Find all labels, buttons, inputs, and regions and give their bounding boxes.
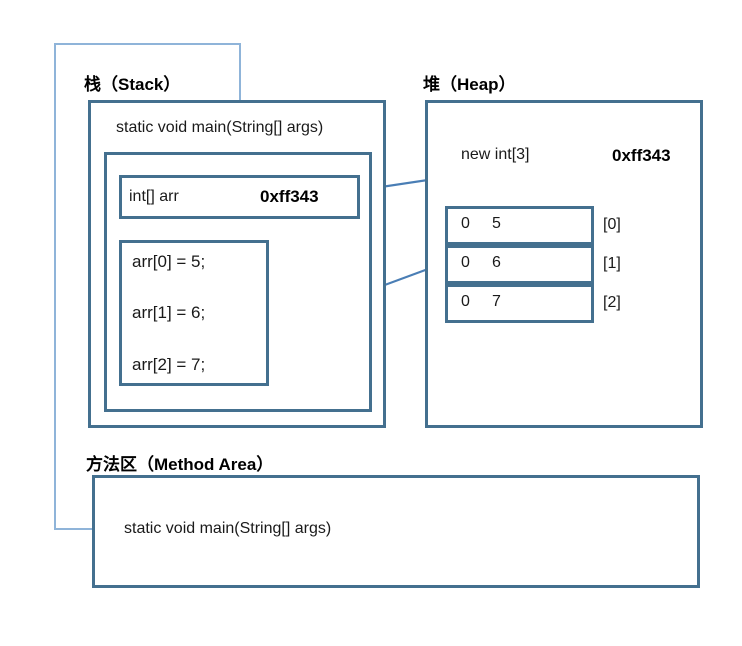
array-cell-1-old-value: 0 (461, 254, 470, 271)
array-index-label-2: [2] (603, 294, 621, 311)
variable-value-label: 0xff343 (260, 187, 319, 206)
array-cell-1-new-value: 6 (492, 254, 501, 271)
array-cell-2-old-value: 0 (461, 293, 470, 310)
method-area-region-title: 方法区（Method Area） (86, 455, 274, 474)
array-index-label-0: [0] (603, 216, 621, 233)
method-area-region-box (92, 475, 700, 588)
array-cell-2-new-value: 7 (492, 293, 501, 310)
array-cell-2 (445, 284, 594, 323)
heap-allocation-label: new int[3] (461, 146, 530, 163)
heap-region-title: 堆（Heap） (423, 75, 516, 94)
array-cell-0 (445, 206, 594, 245)
code-line-1: arr[1] = 6; (132, 303, 206, 322)
array-index-label-1: [1] (603, 255, 621, 272)
code-line-2: arr[2] = 7; (132, 355, 206, 374)
array-cell-0-new-value: 5 (492, 215, 501, 232)
array-cell-1 (445, 245, 594, 284)
heap-address-label: 0xff343 (612, 146, 671, 165)
stack-region-title: 栈（Stack） (84, 75, 181, 94)
code-block-box (119, 240, 269, 386)
code-line-0: arr[0] = 5; (132, 252, 206, 271)
variable-name-label: int[] arr (129, 188, 179, 205)
method-area-entry-label: static void main(String[] args) (124, 520, 332, 537)
stack-frame-label: static void main(String[] args) (116, 119, 324, 136)
variable-slot-box (119, 175, 360, 219)
array-cell-0-old-value: 0 (461, 215, 470, 232)
